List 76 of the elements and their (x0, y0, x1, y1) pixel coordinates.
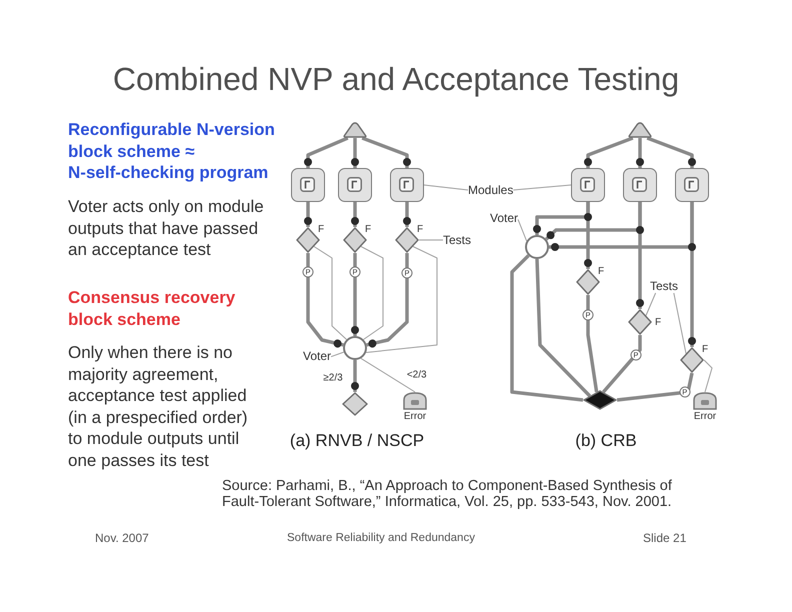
module-box (623, 168, 657, 202)
connector-line (584, 136, 634, 168)
connector-line (304, 202, 312, 227)
connector-line (584, 202, 592, 269)
description-text: Voter acts only on module outputs that have passed an acceptance test (68, 196, 265, 260)
voter-circle (343, 336, 367, 360)
connector-line (510, 254, 584, 402)
description-text: Only when there is no majority agreement, acceptance test applied (in a prespecified order) to module outputs until one passes its test (68, 342, 249, 471)
leader-line (330, 352, 344, 358)
connector-line (314, 246, 348, 340)
output-diamond (342, 392, 368, 416)
module-box (675, 168, 709, 202)
leader-line (512, 184, 572, 190)
section-heading: Reconfigurable N-version block scheme ≈ N-self-checking program (68, 119, 276, 184)
test-diamond (576, 269, 600, 295)
module-box (338, 168, 372, 202)
test-diamond (680, 347, 704, 373)
input-triangle (628, 122, 652, 138)
branch-label: F (318, 224, 324, 235)
connector-line (636, 138, 644, 168)
connector-line (366, 246, 438, 353)
footer-date: Nov. 2007 (95, 531, 149, 545)
connector-line (646, 136, 696, 168)
branch-label: F (598, 266, 604, 277)
connector-line (688, 202, 696, 347)
edge-label: <2/3 (406, 369, 428, 380)
connector-line (360, 246, 384, 340)
slide-title: Combined NVP and Acceptance Testing (112, 63, 680, 95)
connector-line (351, 138, 359, 168)
connector-line (306, 253, 344, 348)
connector-line (586, 295, 598, 392)
leader-line (646, 292, 656, 316)
connector-line (366, 253, 409, 348)
tests-label: Tests (443, 233, 472, 247)
tests-label: Tests (650, 279, 678, 293)
output-diamond (583, 390, 617, 410)
section-heading: Consensus recovery block scheme (68, 287, 236, 330)
branch-label: F (702, 344, 708, 355)
module-box (390, 168, 424, 202)
slide-number: Slide 21 (643, 531, 686, 545)
connector-line (304, 136, 348, 168)
modules-label: Modules (468, 183, 514, 197)
module-box (571, 168, 605, 202)
connector-line (351, 360, 359, 392)
voter-label: Voter (490, 211, 518, 225)
leader-line (518, 218, 528, 242)
branch-label: F (365, 224, 372, 235)
error-label: Error (402, 411, 428, 422)
test-diamond (296, 227, 320, 253)
voter-circle (525, 235, 549, 259)
connector-line (403, 202, 411, 227)
figure-caption: (a) RNVB / NSCP (290, 431, 424, 451)
connector-line (360, 358, 416, 392)
module-box (291, 168, 325, 202)
edge-label: ≥2/3 (322, 372, 344, 384)
branch-label: F (417, 224, 424, 235)
test-diamond (343, 227, 367, 253)
connector-line (704, 360, 712, 392)
source-citation: Source: Parhami, B., “An Approach to Component-Based Synthesis of Fault-Tolerant Software,” Informatica, Vol. 25, pp. 533-543, Nov. 2001. (222, 478, 673, 510)
input-triangle (343, 122, 367, 138)
footer-title: Software Reliability and Redundancy (287, 531, 475, 545)
connector-line (602, 335, 642, 394)
test-diamond (395, 227, 419, 253)
voter-label: Voter (303, 349, 332, 363)
connector-line (535, 258, 592, 398)
leader-line (424, 184, 468, 190)
figure-caption: (b) CRB (575, 431, 637, 451)
connector-line (351, 202, 359, 227)
connector-line (616, 372, 694, 402)
leader-line (673, 292, 686, 354)
connector-line (362, 136, 411, 168)
test-diamond (628, 309, 652, 335)
branch-label: F (655, 317, 662, 328)
error-label: Error (692, 411, 718, 422)
connector-line (351, 253, 359, 336)
connector-line (636, 202, 644, 309)
